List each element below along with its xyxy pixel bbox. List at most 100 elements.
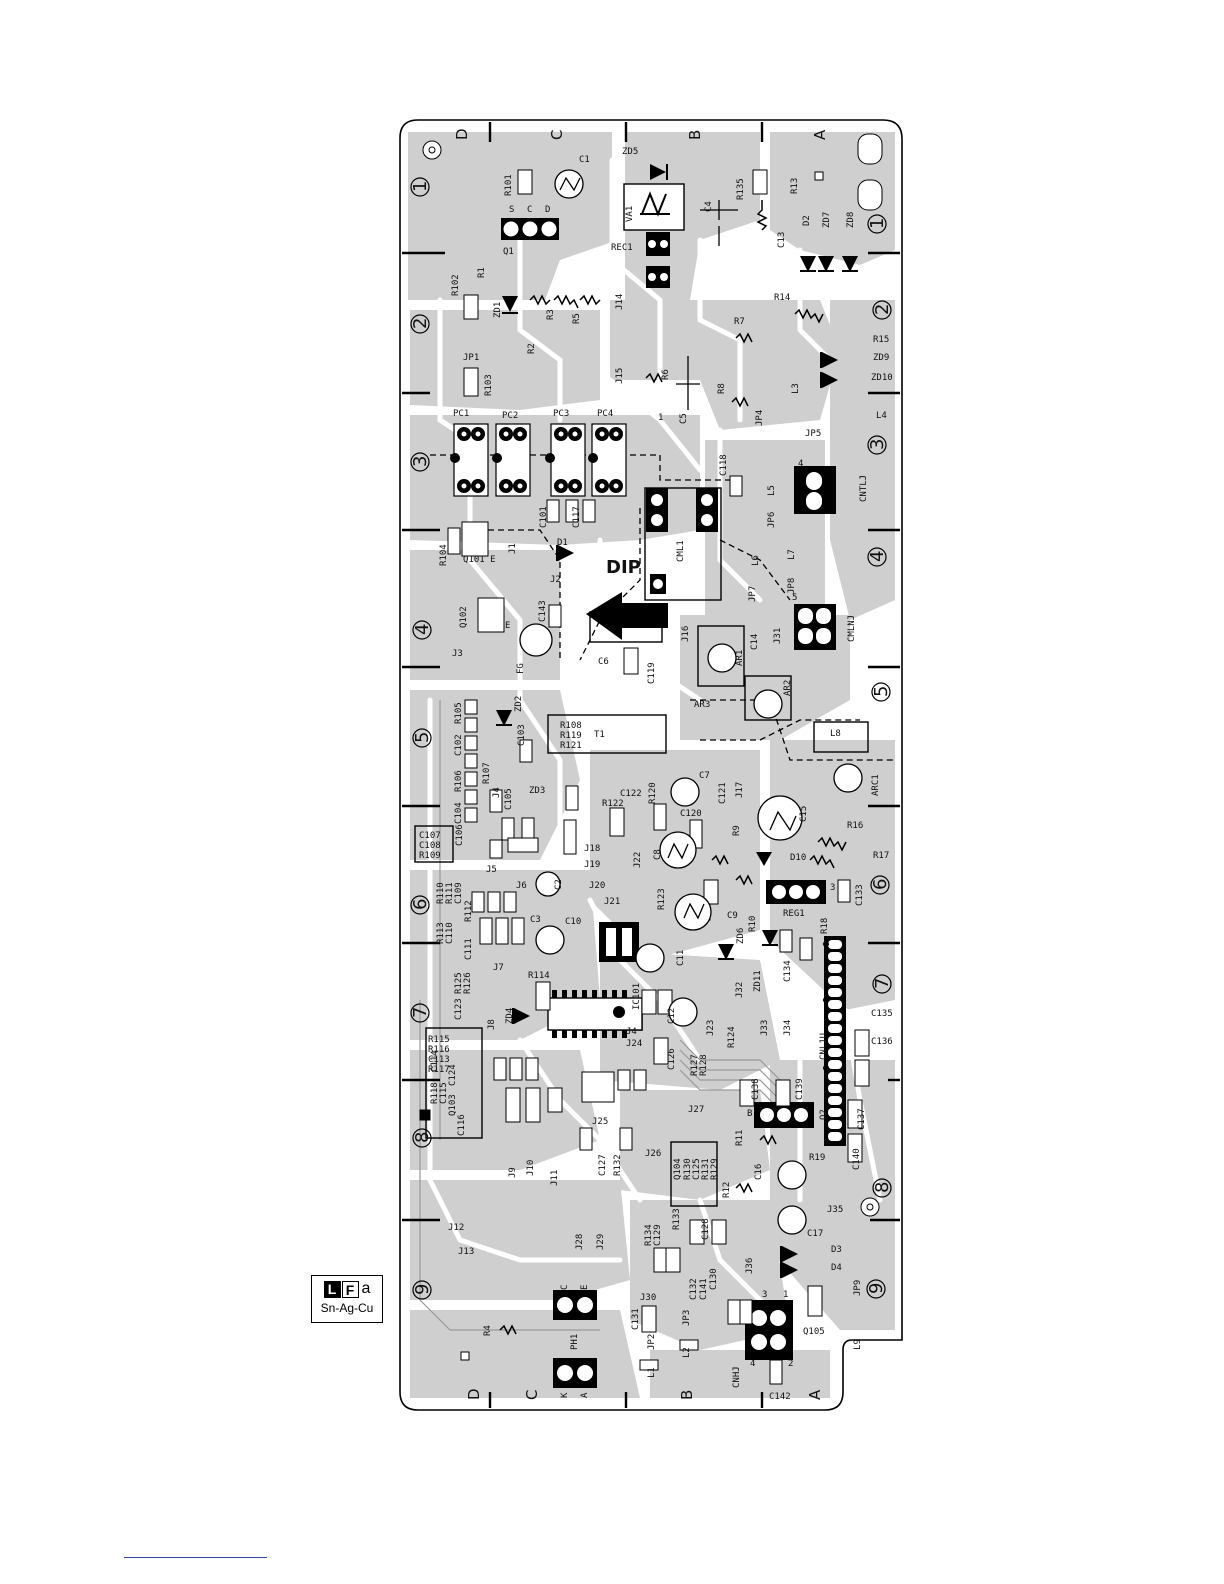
trace-channels	[427, 157, 883, 1343]
label-r129: R129	[710, 1158, 720, 1180]
label-j12: J12	[448, 1223, 464, 1233]
row-number-right-5: 5	[871, 686, 892, 697]
label-va1: VA1	[625, 206, 635, 222]
zone-letter-top-c: C	[548, 130, 566, 140]
label-j20: J20	[589, 881, 605, 891]
label-j5: J5	[486, 865, 497, 875]
label-c11: C11	[676, 950, 686, 966]
label-zd8: ZD8	[846, 212, 856, 228]
label-r132: R132	[613, 1154, 623, 1176]
label-j13: J13	[458, 1247, 474, 1257]
label-zd7: ZD7	[822, 212, 832, 228]
label-r110: R110	[436, 882, 446, 904]
label-r121: R121	[560, 741, 582, 751]
label-r1: R1	[477, 267, 487, 278]
dip-arrow	[586, 592, 668, 640]
label-j4-top: J4	[492, 787, 502, 798]
label-c13: C13	[777, 232, 787, 248]
label-c141: C141	[699, 1278, 709, 1300]
label-d1: D1	[557, 538, 568, 548]
label-rec1: REC1	[611, 243, 633, 253]
label-j1: J1	[508, 543, 518, 554]
zone-letter-top-a: A	[811, 129, 829, 140]
label-r16: R16	[847, 821, 863, 831]
label-zd2: ZD2	[514, 696, 524, 712]
label-cnhj: CNHJ	[732, 1366, 742, 1388]
label-l8: L8	[830, 729, 841, 739]
label-c8: C8	[653, 849, 663, 860]
label-zd11: ZD11	[753, 970, 763, 992]
label-r12: R12	[722, 1182, 732, 1198]
label-r109: R109	[419, 851, 441, 861]
label-c143: C143	[538, 600, 548, 622]
footer-rule	[124, 1557, 267, 1558]
lead-free-mark-row: L F a	[312, 1280, 382, 1298]
label-cntlj: CNTLJ	[859, 475, 869, 502]
label-l2: L2	[682, 1347, 692, 1358]
label-c114: C114	[430, 1050, 440, 1072]
label-r114: R114	[528, 971, 550, 981]
label-r116: R116	[428, 1045, 450, 1055]
smd-pads	[447, 169, 870, 1385]
label-arc1: ARC1	[871, 774, 881, 796]
label-ph-c: C	[560, 1285, 570, 1290]
label-c137: C137	[857, 1108, 867, 1130]
label-c15: C15	[799, 806, 809, 822]
label-r112: R112	[464, 900, 474, 922]
label-cml1: CML1	[676, 540, 686, 562]
label-zd5: ZD5	[622, 147, 638, 157]
label-r2: R2	[527, 343, 537, 354]
label-r9: R9	[732, 825, 742, 836]
label-d2: D2	[802, 215, 812, 226]
label-c115: C115	[439, 1082, 449, 1104]
label-pin3-reg: 3	[830, 883, 835, 893]
component-labels: ZD5 C1 S C D Q1 REC1 DIP PC1 PC2 PC3 PC4…	[419, 147, 893, 1402]
row-number-left-2: 2	[410, 318, 431, 329]
label-r125: R125	[454, 972, 464, 994]
label-j7: J7	[493, 963, 504, 973]
row-number-right-2: 2	[872, 304, 893, 315]
label-j15: J15	[615, 368, 625, 384]
label-r7: R7	[734, 317, 745, 327]
label-jp5: JP5	[805, 429, 821, 439]
row-number-left-5: 5	[412, 732, 433, 743]
label-q2: Q2	[819, 1109, 829, 1120]
label-q102: Q102	[459, 606, 469, 628]
label-r108: R108	[560, 721, 582, 731]
label-pc2: PC2	[502, 411, 518, 421]
label-r104: R104	[439, 544, 449, 566]
label-r130: R130	[683, 1158, 693, 1180]
label-j36: J36	[745, 1258, 755, 1274]
zone-letter-bottom-d: D	[465, 1388, 483, 1400]
connector-pads	[501, 218, 836, 1388]
optocouplers	[450, 423, 627, 497]
label-j27: J27	[688, 1105, 704, 1115]
label-j28: J28	[575, 1234, 585, 1250]
label-pin-b: B	[747, 1109, 752, 1119]
label-l9: L9	[853, 1339, 863, 1350]
label-ph-k: K	[560, 1392, 570, 1398]
label-c106: C106	[455, 824, 465, 846]
label-c109: C109	[454, 882, 464, 904]
label-jp6: JP6	[767, 512, 777, 528]
label-c118: C118	[719, 454, 729, 476]
label-j26: J26	[645, 1149, 661, 1159]
label-c124: C124	[448, 1064, 458, 1086]
diodes	[496, 164, 858, 1278]
label-c121: C121	[718, 782, 728, 804]
label-pin-5-cmlnj: 5	[792, 593, 797, 603]
zone-letter-top-d: D	[453, 128, 471, 140]
label-c105: C105	[504, 788, 514, 810]
label-reg1: REG1	[783, 909, 805, 919]
label-j3: J3	[452, 649, 463, 659]
capacitor-marks	[559, 176, 797, 920]
label-zd6: ZD6	[736, 928, 746, 944]
row-number-right-7: 7	[872, 978, 893, 989]
label-j16: J16	[681, 626, 691, 642]
label-jp1: JP1	[463, 353, 479, 363]
label-j30: J30	[640, 1293, 656, 1303]
ic101	[547, 990, 643, 1038]
label-j11: J11	[550, 1170, 560, 1186]
label-c104: C104	[454, 802, 464, 824]
